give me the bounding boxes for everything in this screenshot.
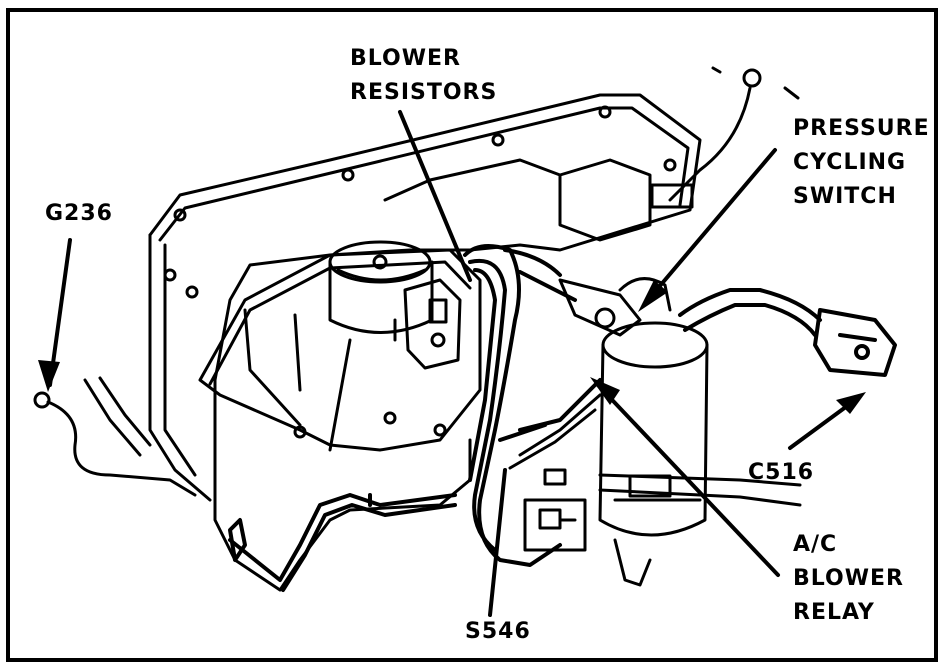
relay-arrowhead [590,377,620,405]
pressure-cycling-switch-line-1: PRESSURE [793,116,930,141]
pressure-cycling-switch-label: PRESSURE CYCLING SWITCH [793,112,930,214]
s546-leader [488,468,507,617]
relay-leader [596,383,780,577]
ground-lead [33,376,197,497]
g236-label: G236 [45,201,113,226]
ac-blower-relay-line-3: RELAY [793,600,875,625]
blower-motor [328,240,434,342]
leader-lines [48,110,860,617]
c516-harness [678,288,897,377]
relay-connector [523,498,587,552]
pressure-switch-arrowhead [638,280,668,312]
lower-harness [228,493,457,592]
s546-label: S546 [465,619,531,644]
g236-leader [48,238,72,387]
wiring-harness [463,244,602,567]
pressure-cycling-switch-shape [558,277,672,337]
ac-blower-relay-line-2: BLOWER [793,566,904,591]
blower-resistors-line-2: RESISTORS [350,80,498,105]
pressure-cycling-switch-line-3: SWITCH [793,184,897,209]
resistor-block [403,278,462,370]
accumulator [598,321,709,587]
refrigerant-line [508,393,802,507]
blower-resistors-leader [398,110,472,282]
c516-arrowhead [836,392,866,414]
blower-resistors-label: BLOWER RESISTORS [350,42,497,110]
ac-blower-relay-line-1: A/C [793,532,838,557]
pressure-cycling-switch-line-2: CYCLING [793,150,907,175]
c516-label: C516 [748,460,815,485]
g236-arrowhead [38,360,60,392]
housing-ridges [383,158,652,242]
ac-blower-relay-label: A/C BLOWER RELAY [793,528,904,630]
pressure-switch-leader [646,148,777,302]
top-ground-wire [650,66,800,209]
diagram-frame [6,8,938,662]
arrowheads [38,280,866,414]
blower-resistors-line-1: BLOWER [350,46,461,71]
